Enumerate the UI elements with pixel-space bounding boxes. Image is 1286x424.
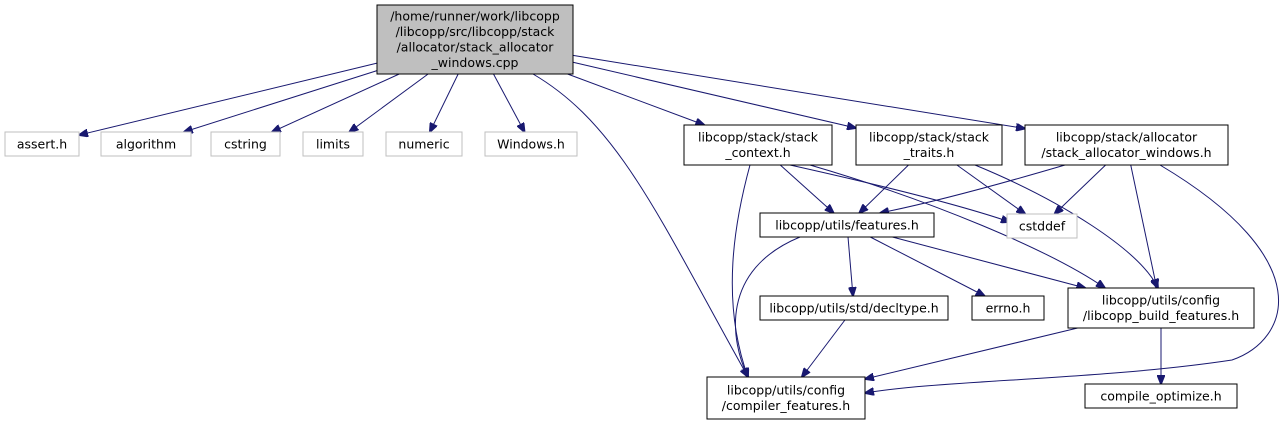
node-label-line: /allocator/stack_allocator (397, 40, 555, 55)
node-cstddef: cstddef (1006, 213, 1078, 239)
edge-root-to-numeric (430, 73, 459, 132)
node-root: /home/runner/work/libcopp/libcopp/src/li… (376, 4, 574, 75)
edges-layer (79, 54, 1279, 393)
node-label-line: /libcopp/src/libcopp/stack (396, 24, 556, 39)
node-box (971, 295, 1045, 321)
node-box (683, 124, 833, 166)
edge-stack-context-to-compiler-features (731, 164, 751, 377)
edge-stack-traits-to-features (859, 164, 909, 213)
edge-stack-alloc-win-to-build-features (1130, 164, 1157, 288)
node-box (302, 131, 364, 157)
edge-decltype-to-compiler-features (802, 319, 846, 377)
node-label-line: /compiler_features.h (722, 398, 850, 413)
node-decltype[interactable]: libcopp/utils/std/decltype.h (759, 295, 949, 321)
edge-root-to-stack-alloc-win (572, 54, 1025, 128)
edge-features-to-decltype (847, 236, 853, 296)
edge-stack-context-to-cstddef (789, 164, 1010, 222)
node-box (759, 212, 935, 238)
edge-root-to-limits (349, 73, 429, 132)
edge-stack-context-to-features (779, 164, 833, 213)
edge-root-to-assert (79, 62, 378, 135)
edge-root-to-algorithm (184, 70, 378, 132)
node-box (4, 131, 80, 157)
node-label-line: cstddef (1019, 218, 1066, 233)
node-stack-alloc-win[interactable]: libcopp/stack/allocator/stack_allocator_… (1024, 124, 1229, 166)
node-label-line: numeric (398, 136, 449, 151)
node-compiler-features[interactable]: libcopp/utils/config/compiler_features.h (706, 376, 866, 420)
edge-stack-traits-to-build-features (974, 164, 1158, 288)
node-label-line: algorithm (116, 136, 176, 151)
node-label-line: assert.h (17, 136, 67, 151)
edge-root-to-windows (493, 73, 524, 132)
node-windows: Windows.h (484, 131, 578, 157)
edge-stack-alloc-win-to-features (880, 164, 1066, 213)
node-label-line: /libcopp_build_features.h (1083, 308, 1239, 323)
node-assert: assert.h (4, 131, 80, 157)
node-errno[interactable]: errno.h (971, 295, 1045, 321)
edge-root-to-stack-context (567, 73, 705, 125)
node-label-line: libcopp/stack/allocator (1056, 130, 1198, 145)
node-label-line: _traits.h (903, 145, 955, 160)
node-label-line: limits (316, 136, 350, 151)
node-label-line: /stack_allocator_windows.h (1041, 145, 1211, 160)
edge-stack-traits-to-cstddef (956, 164, 1025, 214)
edge-features-to-build-features (892, 236, 1085, 288)
edge-stack-alloc-win-to-compiler-features (865, 164, 1279, 393)
node-box (706, 376, 866, 420)
edge-root-to-stack-traits (572, 61, 856, 128)
node-features[interactable]: libcopp/utils/features.h (759, 212, 935, 238)
nodes-layer: /home/runner/work/libcopp/libcopp/src/li… (4, 4, 1255, 420)
node-label-line: cstring (224, 136, 267, 151)
node-box (210, 131, 281, 157)
edge-features-to-compiler-features (734, 236, 801, 377)
node-label-line: _context.h (724, 145, 790, 160)
node-box (1006, 213, 1078, 239)
edge-root-to-compiler-features (532, 73, 748, 377)
edge-features-to-errno (870, 236, 984, 296)
node-label-line: errno.h (986, 300, 1031, 315)
node-box (376, 4, 574, 75)
node-label-line: libcopp/stack/stack (698, 130, 819, 145)
node-limits: limits (302, 131, 364, 157)
node-label-line: libcopp/utils/std/decltype.h (769, 300, 938, 315)
node-label-line: libcopp/utils/config (727, 383, 845, 398)
node-box (1067, 287, 1255, 329)
edge-build-features-to-compiler-features (865, 327, 1078, 379)
node-box (385, 131, 463, 157)
node-cstring: cstring (210, 131, 281, 157)
node-box (1024, 124, 1229, 166)
node-compile-optimize[interactable]: compile_optimize.h (1084, 383, 1238, 409)
edge-stack-context-to-build-features (809, 164, 1105, 288)
edge-stack-alloc-win-to-cstddef (1055, 164, 1106, 214)
node-stack-traits[interactable]: libcopp/stack/stack_traits.h (855, 124, 1003, 166)
node-label-line: libcopp/utils/config (1102, 293, 1220, 308)
node-numeric: numeric (385, 131, 463, 157)
node-label-line: _windows.cpp (431, 55, 519, 70)
node-box (759, 295, 949, 321)
edge-root-to-cstring (272, 73, 400, 132)
node-label-line: /home/runner/work/libcopp (390, 9, 560, 24)
node-label-line: libcopp/utils/features.h (775, 217, 919, 232)
node-box (100, 131, 192, 157)
node-algorithm: algorithm (100, 131, 192, 157)
node-box (484, 131, 578, 157)
node-box (855, 124, 1003, 166)
node-label-line: Windows.h (497, 136, 565, 151)
node-box (1084, 383, 1238, 409)
node-label-line: libcopp/stack/stack (869, 130, 990, 145)
node-label-line: compile_optimize.h (1100, 388, 1221, 403)
node-stack-context[interactable]: libcopp/stack/stack_context.h (683, 124, 833, 166)
node-build-features[interactable]: libcopp/utils/config/libcopp_build_featu… (1067, 287, 1255, 329)
